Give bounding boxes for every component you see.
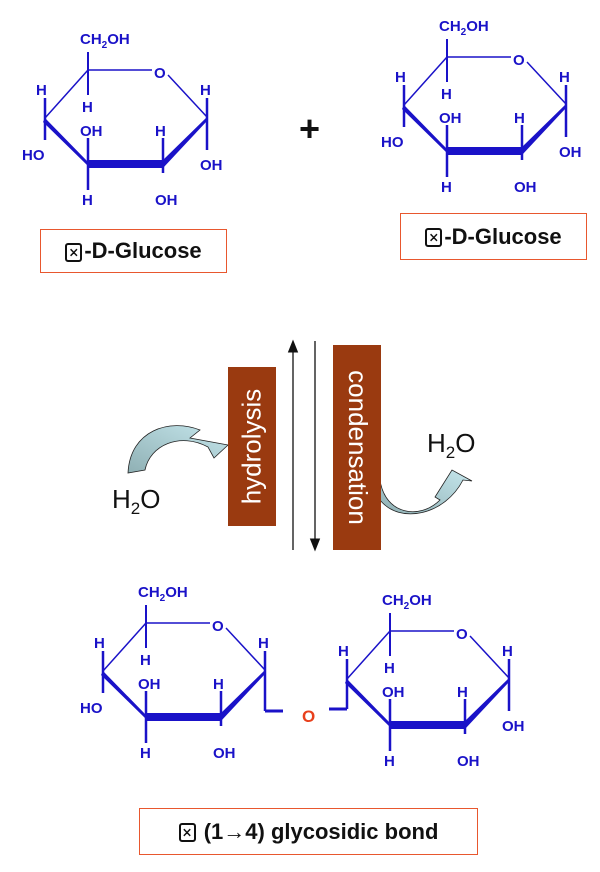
oh-group: OH bbox=[382, 684, 405, 701]
curved-arrow-water-out bbox=[379, 469, 473, 515]
oh-group: OH bbox=[514, 179, 537, 196]
alpha-symbol-glyph: ⨯ bbox=[425, 228, 443, 247]
h-atom: H bbox=[140, 745, 151, 762]
condensation-box: condensation bbox=[333, 345, 381, 550]
h-atom: H bbox=[258, 635, 269, 652]
alpha-d-glucose-right: CH2OH O H H OH H H HO OH H OH bbox=[381, 18, 582, 196]
oh-group: OH bbox=[559, 144, 582, 161]
oh-group: OH bbox=[213, 745, 236, 762]
h-atom: H bbox=[200, 82, 211, 99]
h-atom: H bbox=[155, 123, 166, 140]
h-atom: H bbox=[140, 652, 151, 669]
ho-group: HO bbox=[22, 147, 45, 164]
oh-group: OH bbox=[200, 157, 223, 174]
hydrolysis-label: hydrolysis bbox=[236, 388, 267, 505]
oh-group: OH bbox=[80, 123, 103, 140]
water-in-label: H2O bbox=[112, 484, 161, 519]
reactant-label-left: ⨯-D-Glucose bbox=[40, 229, 227, 273]
curved-arrow-water-in bbox=[127, 425, 229, 474]
plus-sign: + bbox=[299, 108, 321, 149]
ho-group: HO bbox=[80, 700, 103, 717]
h-atom: H bbox=[82, 192, 93, 209]
h-atom: H bbox=[502, 643, 513, 660]
h-atom: H bbox=[213, 676, 224, 693]
h-atom: H bbox=[384, 660, 395, 677]
ring-oxygen: O bbox=[456, 626, 468, 643]
alpha-symbol-glyph: ⨯ bbox=[178, 823, 196, 842]
h-atom: H bbox=[94, 635, 105, 652]
ch2oh-group: CH2OH bbox=[80, 31, 130, 51]
water-out-label: H2O bbox=[427, 428, 476, 463]
h-atom: H bbox=[441, 179, 452, 196]
h-atom: H bbox=[82, 99, 93, 116]
ring-oxygen: O bbox=[513, 52, 525, 69]
oh-group: OH bbox=[502, 718, 525, 735]
reactant-label-text: -D-Glucose bbox=[84, 238, 202, 263]
h-atom: H bbox=[559, 69, 570, 86]
h-atom: H bbox=[514, 110, 525, 127]
oh-group: OH bbox=[155, 192, 178, 209]
hydrolysis-box: hydrolysis bbox=[228, 367, 276, 526]
condensation-label: condensation bbox=[342, 370, 373, 525]
alpha-d-glucose-left: CH2OH O H H OH H H HO OH H OH bbox=[22, 31, 223, 209]
h-atom: H bbox=[384, 753, 395, 770]
ch2oh-group: CH2OH bbox=[439, 18, 489, 38]
h-atom: H bbox=[36, 82, 47, 99]
h-atom: H bbox=[338, 643, 349, 660]
ho-group: HO bbox=[381, 134, 404, 151]
alpha-symbol-glyph: ⨯ bbox=[65, 242, 83, 262]
ring-oxygen: O bbox=[154, 65, 166, 82]
oh-group: OH bbox=[439, 110, 462, 127]
h-atom: H bbox=[441, 86, 452, 103]
reactant-label-right: ⨯-D-Glucose bbox=[400, 213, 587, 260]
glycosidic-oxygen: O bbox=[302, 707, 315, 726]
disaccharide-left-ring: CH2OH O H H OH H H HO H OH bbox=[80, 584, 283, 762]
h-atom: H bbox=[457, 684, 468, 701]
oh-group: OH bbox=[138, 676, 161, 693]
h-atom: H bbox=[395, 69, 406, 86]
ring-oxygen: O bbox=[212, 618, 224, 635]
glycosidic-bond-label: ⨯ (1→4) glycosidic bond bbox=[139, 808, 478, 855]
reactant-label-text: -D-Glucose bbox=[444, 223, 562, 249]
glycosidic-bond-text: (1→4) glycosidic bond bbox=[203, 818, 439, 844]
ch2oh-group: CH2OH bbox=[382, 592, 432, 612]
disaccharide-right-ring: CH2OH O H H OH H H OH H OH bbox=[329, 592, 525, 770]
ch2oh-group: CH2OH bbox=[138, 584, 188, 604]
oh-group: OH bbox=[457, 753, 480, 770]
